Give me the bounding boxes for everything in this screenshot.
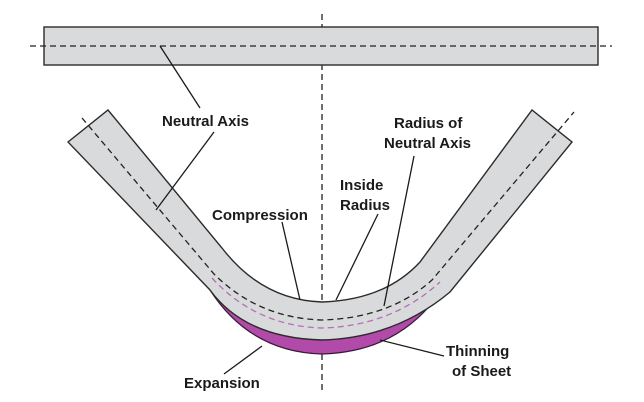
leader-expansion — [223, 345, 263, 375]
label-compression: Compression — [212, 207, 308, 224]
label-neutral-axis: Neutral Axis — [162, 113, 249, 130]
label-radius-of-neutral-axis-1: Radius of — [394, 115, 463, 132]
leader-neutral-axis-top — [159, 45, 201, 109]
leader-thinning — [379, 339, 445, 357]
leader-compression — [281, 221, 301, 301]
leader-inside-radius — [335, 213, 379, 301]
label-inside-radius-2: Radius — [340, 197, 390, 214]
label-expansion: Expansion — [184, 375, 260, 392]
label-radius-of-neutral-axis-2: Neutral Axis — [384, 135, 471, 152]
label-thinning-1: Thinning — [446, 343, 509, 360]
bent-neutral-axis — [81, 111, 575, 321]
bent-sheet — [66, 108, 573, 341]
compression-line — [211, 277, 441, 329]
label-inside-radius-1: Inside — [340, 177, 383, 194]
label-thinning-2: of Sheet — [452, 363, 511, 380]
leader-radius-neutral-axis — [383, 155, 415, 307]
leader-neutral-axis-bottom — [155, 131, 215, 211]
